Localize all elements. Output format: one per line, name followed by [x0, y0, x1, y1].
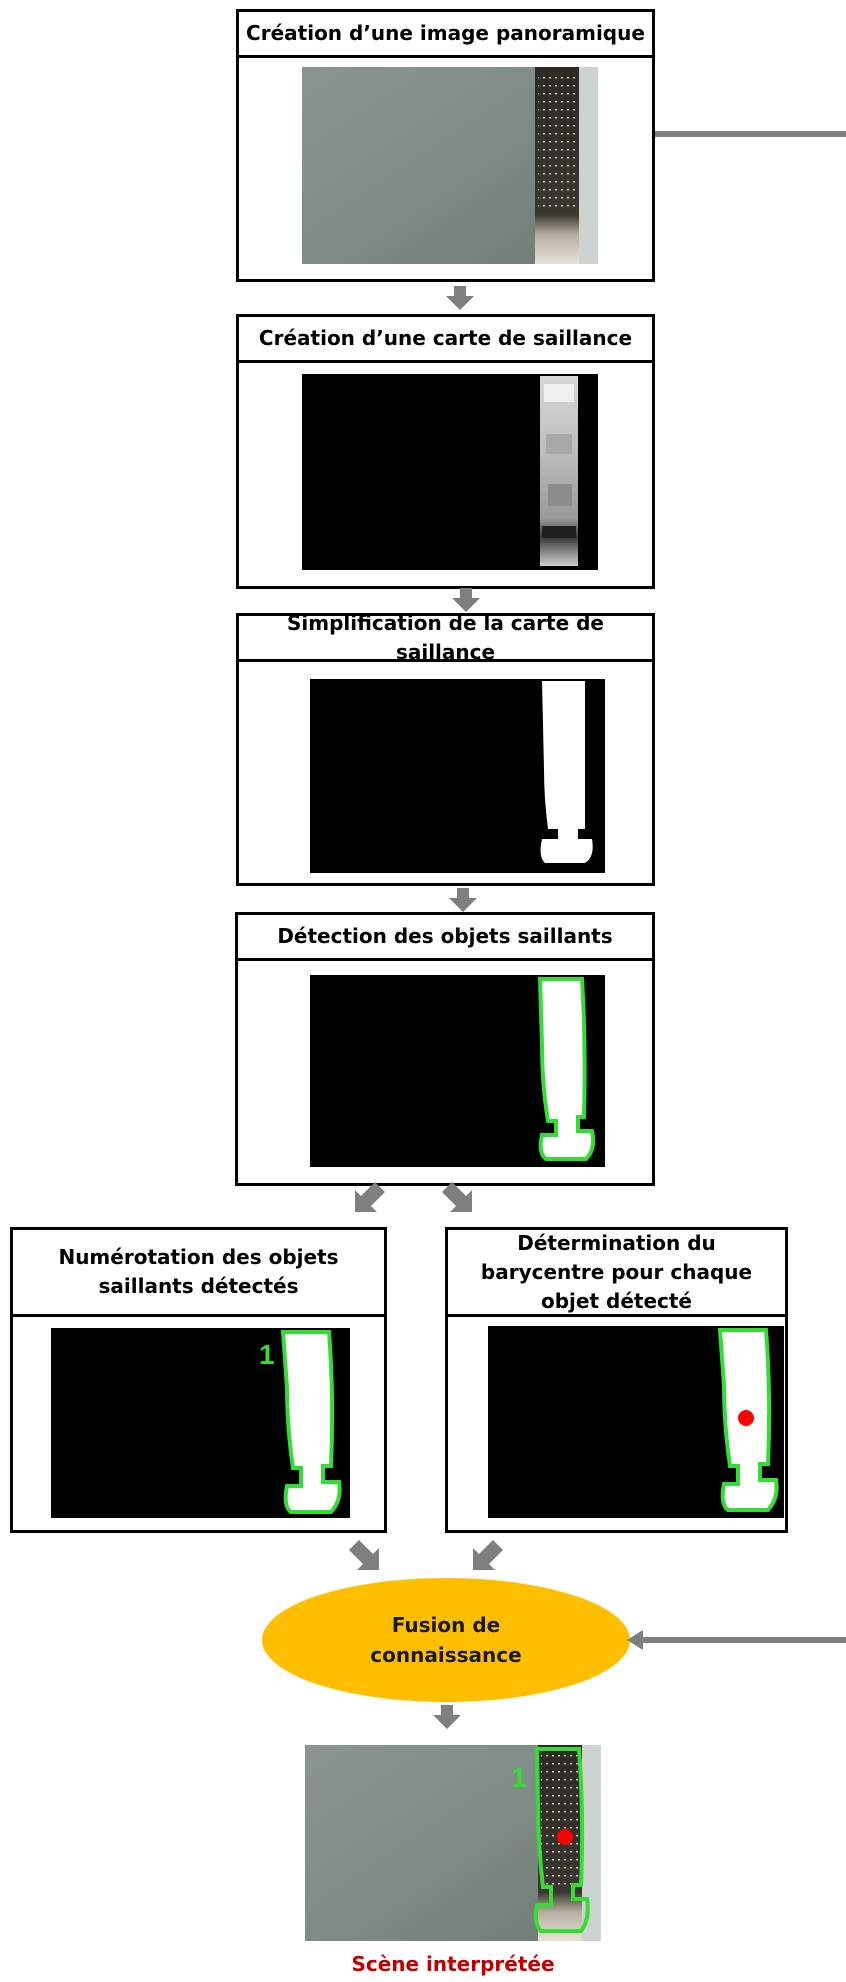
- numbering-image: 1: [51, 1328, 350, 1518]
- arrow-left-icon: [627, 1630, 846, 1650]
- arrow-down-left-icon: [355, 1182, 385, 1212]
- step-numbering-title: Numérotation des objets saillants détect…: [13, 1230, 384, 1317]
- result-caption: Scène interprétée: [351, 1952, 555, 1976]
- barycenter-dot: [557, 1829, 573, 1845]
- panorama-connector-line: [655, 131, 846, 137]
- barycenter-image: [488, 1326, 784, 1518]
- step-saliency-box: Création d’une carte de saillance: [236, 314, 655, 589]
- barycenter-dot: [738, 1410, 754, 1426]
- arrow-down-right-icon: [442, 1182, 472, 1212]
- arrow-down-icon: [446, 286, 474, 310]
- saliency-map-image: [302, 374, 598, 570]
- step-detection-box: Détection des objets saillants: [235, 912, 655, 1186]
- arrow-down-right-icon: [349, 1540, 379, 1570]
- arrow-down-icon: [433, 1705, 461, 1729]
- step-barycenter-title: Détermination du barycentre pour chaque …: [448, 1230, 785, 1317]
- detection-image: [310, 975, 605, 1167]
- step-panorama-box: Création d’une image panoramique: [236, 9, 655, 282]
- arrow-down-left-icon: [473, 1540, 503, 1570]
- simplified-map-image: [310, 679, 605, 873]
- object-number-label: 1: [511, 1762, 527, 1793]
- step-barycenter-box: Détermination du barycentre pour chaque …: [445, 1227, 788, 1533]
- fusion-label: Fusion de connaissance: [370, 1613, 522, 1667]
- step-saliency-title: Création d’une carte de saillance: [239, 317, 652, 363]
- step-panorama-title: Création d’une image panoramique: [239, 12, 652, 58]
- panorama-image: [302, 67, 598, 264]
- arrow-down-icon: [452, 588, 480, 612]
- interpreted-scene-image: 1: [305, 1745, 601, 1941]
- step-detection-title: Détection des objets saillants: [238, 915, 652, 961]
- arrow-down-icon: [449, 888, 477, 912]
- step-simplification-title: Simplification de la carte de saillance: [239, 611, 652, 664]
- fusion-node: Fusion de connaissance: [262, 1578, 630, 1702]
- object-number-label: 1: [259, 1339, 275, 1370]
- step-simplification-box: Simplification de la carte de saillance: [236, 611, 655, 886]
- step-numbering-box: Numérotation des objets saillants détect…: [10, 1227, 387, 1533]
